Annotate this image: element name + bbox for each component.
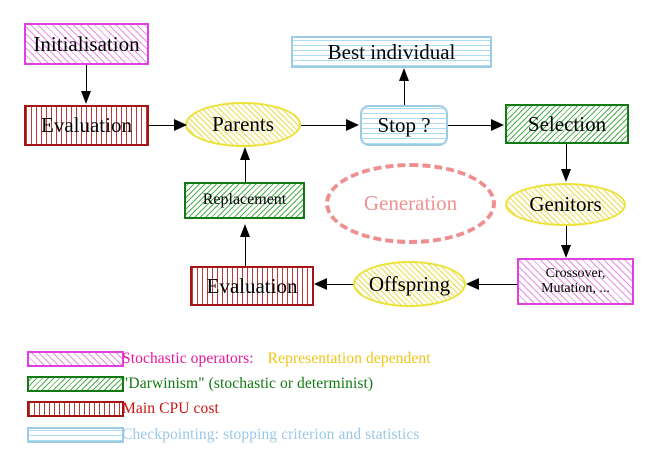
- legend-swatch-main-cpu-cost: [27, 401, 124, 417]
- legend-label-stochastic-operators-text: Stochastic operators:: [122, 350, 254, 367]
- node-generation-loop-label: Generation: [363, 191, 458, 216]
- edge-evaluation-to-replacement-arrowhead: [240, 224, 250, 237]
- node-crossover-mutation: Crossover, Mutation, ...: [517, 258, 634, 305]
- edge-crossover-to-offspring: [479, 284, 517, 285]
- edge-replacement-to-parents-arrowhead: [240, 147, 250, 160]
- node-replacement: Replacement: [184, 182, 305, 219]
- edge-evaluation-to-replacement: [245, 228, 246, 266]
- node-offspring: Offspring: [353, 261, 466, 307]
- edge-offspring-to-evaluation-arrowhead: [314, 278, 327, 290]
- edge-crossover-to-offspring-arrowhead: [466, 278, 479, 290]
- edge-genitors-to-crossover: [566, 226, 567, 246]
- node-initialisation-label: Initialisation: [33, 31, 140, 56]
- edge-initialisation-to-evaluation-arrowhead: [81, 91, 91, 104]
- legend-swatch-darwinism: [27, 376, 124, 392]
- legend-label-checkpointing: Checkpointing: stopping criterion and st…: [122, 426, 420, 443]
- edge-stop-to-best-individual-arrowhead: [399, 68, 409, 81]
- node-selection-label: Selection: [527, 111, 607, 136]
- edge-parents-to-stop-arrowhead: [346, 119, 359, 131]
- node-evaluation-top-label: Evaluation: [41, 113, 132, 138]
- node-initialisation: Initialisation: [24, 23, 149, 65]
- node-genitors: Genitors: [505, 183, 626, 226]
- node-crossover-mutation-label: Crossover, Mutation, ...: [541, 265, 610, 296]
- node-generation-loop: Generation: [325, 163, 496, 244]
- legend-label-representation-dependent: Representation dependent: [267, 350, 431, 367]
- edge-selection-to-genitors-arrowhead: [561, 169, 571, 182]
- edge-initialisation-to-evaluation: [86, 65, 87, 93]
- node-parents-label: Parents: [212, 112, 274, 137]
- node-best-individual-label: Best individual: [327, 39, 456, 64]
- node-evaluation-top: Evaluation: [24, 105, 149, 146]
- edge-stop-to-best-individual: [404, 72, 405, 105]
- node-replacement-label: Replacement: [202, 191, 287, 209]
- edge-stop-to-selection: [448, 125, 496, 126]
- edge-evaluation-to-parents: [149, 125, 179, 126]
- legend-row-main-cpu-cost: Main CPU cost: [0, 398, 662, 420]
- edge-replacement-to-parents: [245, 155, 246, 182]
- node-selection: Selection: [505, 104, 629, 144]
- legend-row-checkpointing: Checkpointing: stopping criterion and st…: [0, 424, 662, 446]
- node-offspring-label: Offspring: [368, 271, 451, 296]
- legend-swatch-checkpointing: [27, 427, 124, 443]
- edge-selection-to-genitors: [566, 144, 567, 171]
- edge-evaluation-to-parents-arrowhead: [174, 119, 187, 131]
- node-best-individual: Best individual: [291, 36, 492, 68]
- node-stop-label: Stop ?: [377, 113, 431, 138]
- legend-row-darwinism: "Darwinism" (stochastic or determinist): [0, 373, 662, 395]
- node-evaluation-bottom-label: Evaluation: [206, 273, 298, 298]
- node-stop: Stop ?: [360, 105, 448, 146]
- legend-row-stochastic-operators: Stochastic operators: Representation depe…: [0, 348, 662, 370]
- legend-swatch-stochastic-operators: [27, 351, 124, 367]
- edge-parents-to-stop: [301, 125, 351, 126]
- legend-label-main-cpu-cost: Main CPU cost: [122, 400, 219, 417]
- edge-offspring-to-evaluation: [327, 284, 353, 285]
- legend-label-darwinism: "Darwinism" (stochastic or determinist): [122, 375, 374, 392]
- node-genitors-label: Genitors: [529, 192, 602, 217]
- legend-label-stochastic-operators: Stochastic operators: Representation depe…: [122, 350, 431, 368]
- node-evaluation-bottom: Evaluation: [190, 266, 314, 306]
- edge-genitors-to-crossover-arrowhead: [561, 245, 571, 258]
- node-parents: Parents: [185, 102, 301, 147]
- edge-stop-to-selection-arrowhead: [491, 119, 504, 131]
